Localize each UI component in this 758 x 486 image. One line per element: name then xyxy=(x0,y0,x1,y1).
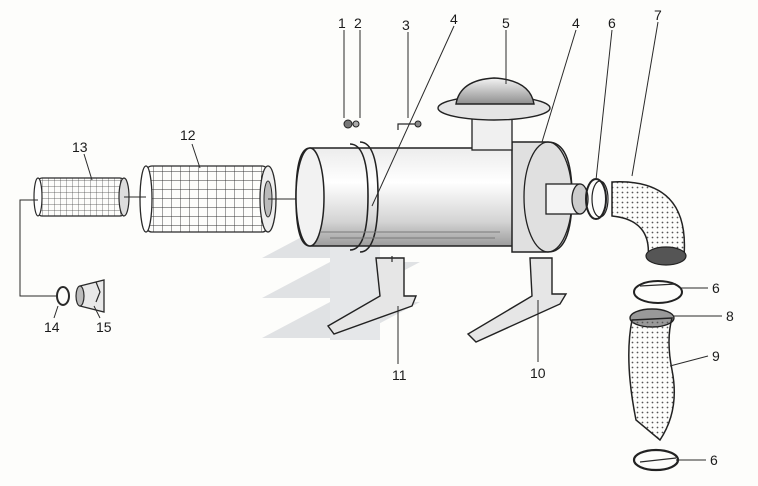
callout-label: 9 xyxy=(712,348,720,364)
mounting-bolts xyxy=(343,119,422,130)
callout-label: 1 xyxy=(338,15,346,31)
callout-label: 3 xyxy=(402,17,410,33)
flexible-hose xyxy=(628,317,675,442)
support-bracket-left xyxy=(326,256,418,335)
callout-label: 12 xyxy=(180,127,196,143)
callout-label: 10 xyxy=(530,365,546,381)
callout-label: 2 xyxy=(354,15,362,31)
callout-label: 5 xyxy=(502,15,510,31)
wing-nut xyxy=(75,279,105,313)
callout-label: 6 xyxy=(608,15,616,31)
hose-clamp-middle xyxy=(633,280,683,304)
sealing-gasket xyxy=(56,286,70,306)
inner-filter-element xyxy=(33,177,130,217)
inlet-cap xyxy=(437,77,551,121)
callout-label: 15 xyxy=(96,319,112,335)
callout-label: 13 xyxy=(72,139,88,155)
callout-label: 7 xyxy=(654,7,662,23)
callout-label: 4 xyxy=(450,11,458,27)
support-bracket-right xyxy=(466,257,568,343)
assembly-axis-line xyxy=(124,196,300,200)
hose-clamp-outlet xyxy=(585,178,609,220)
callout-label: 6 xyxy=(710,452,718,468)
callout-label: 8 xyxy=(726,308,734,324)
outer-filter-element xyxy=(139,165,277,233)
callout-label: 11 xyxy=(392,367,407,383)
assembly-bracket-line xyxy=(19,199,56,297)
filter-housing xyxy=(295,117,589,253)
leader-lines xyxy=(53,21,722,461)
hose-clamp-bottom xyxy=(632,448,680,472)
callout-label: 14 xyxy=(44,319,60,335)
callout-label: 4 xyxy=(572,15,580,31)
elbow-hose xyxy=(611,181,687,266)
callout-label: 6 xyxy=(712,280,720,296)
